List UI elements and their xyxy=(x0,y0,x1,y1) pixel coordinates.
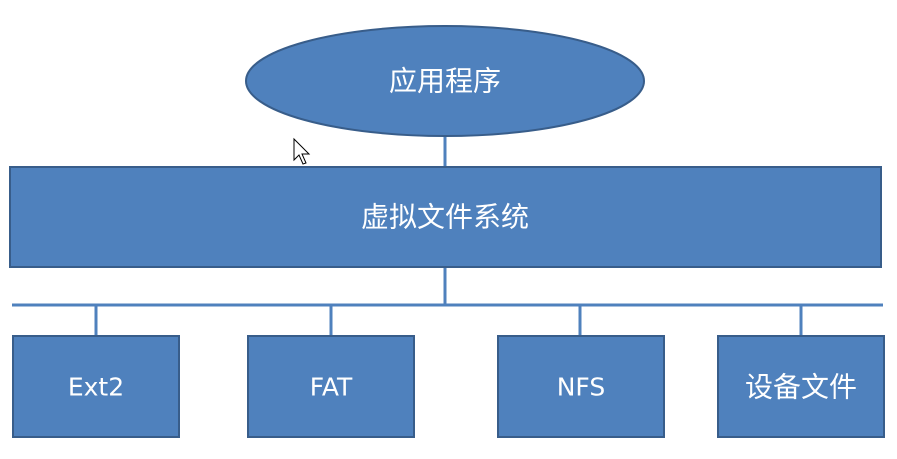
node-fat-shape xyxy=(247,335,415,438)
node-ext2-shape xyxy=(12,335,180,438)
mouse-pointer-icon xyxy=(293,137,311,165)
connectors xyxy=(12,136,883,336)
node-vfs: 虚拟文件系统 xyxy=(9,166,882,268)
node-device-files-shape xyxy=(717,335,885,438)
node-nfs: NFS xyxy=(497,335,665,438)
node-vfs-shape xyxy=(9,166,882,268)
node-application-shape xyxy=(245,25,645,137)
node-nfs-shape xyxy=(497,335,665,438)
node-device-files-label: 设备文件 xyxy=(745,371,857,404)
node-vfs-label: 虚拟文件系统 xyxy=(361,201,529,234)
node-nfs-label: NFS xyxy=(557,373,606,402)
node-fat: FAT xyxy=(247,335,415,438)
node-ext2: Ext2 xyxy=(12,335,180,438)
mouse-pointer-shape xyxy=(293,137,311,165)
node-fat-label: FAT xyxy=(310,373,353,402)
node-ext2-label: Ext2 xyxy=(68,373,124,402)
node-application: 应用程序 xyxy=(245,25,645,137)
node-application-label: 应用程序 xyxy=(389,65,501,98)
node-device-files: 设备文件 xyxy=(717,335,885,438)
